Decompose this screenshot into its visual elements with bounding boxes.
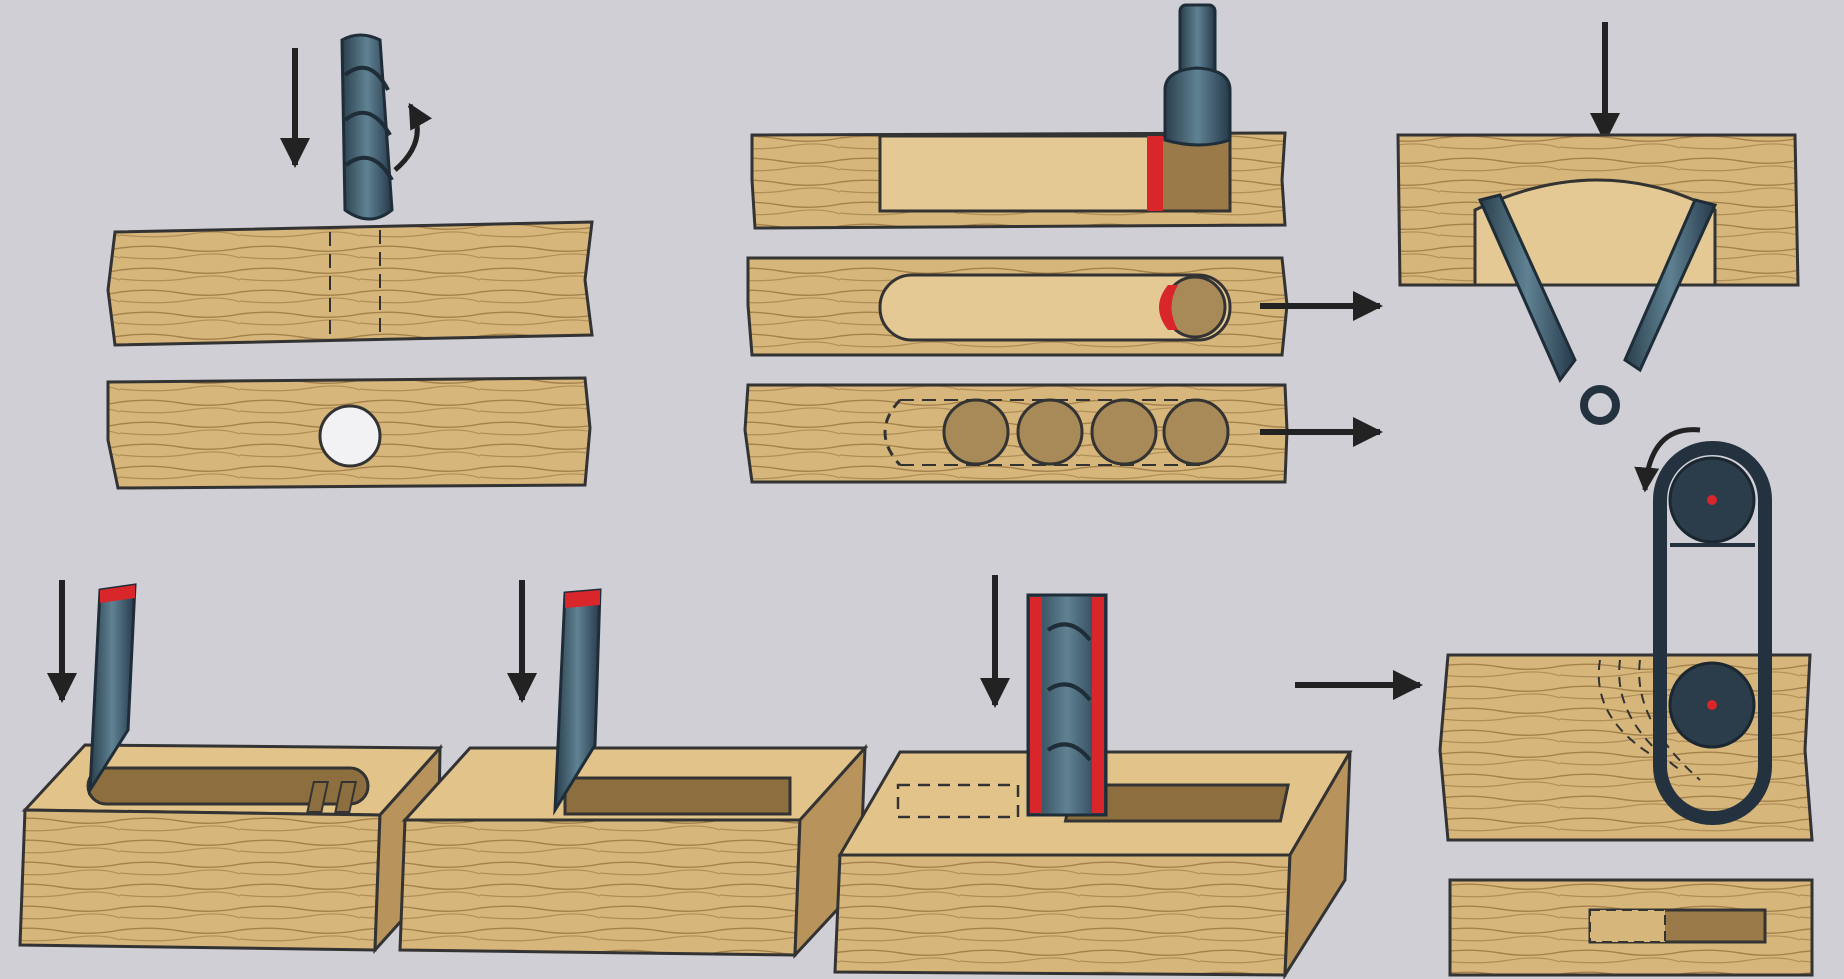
chisel-block-2 [306, 580, 869, 959]
chain-mortiser-panel [1295, 427, 1814, 977]
chiseled-slot [86, 766, 370, 806]
milled-groove [878, 134, 1152, 213]
end-mill-icon [1163, 3, 1232, 147]
wood-board [1438, 653, 1814, 842]
hollowing-panel [1396, 22, 1800, 425]
cutter-tool-icon [1477, 193, 1718, 383]
chisel-block-3 [833, 575, 1353, 979]
round-hole [318, 404, 382, 468]
slot-milling-panel [743, 3, 1383, 484]
twist-drill-icon [340, 33, 394, 221]
drilled-hole [942, 398, 1010, 466]
drilled-hole [1016, 398, 1084, 466]
drilled-hole [1090, 398, 1158, 466]
hollow-chisel-icon [1026, 593, 1108, 817]
chiseled-slot [563, 776, 792, 816]
elongated-slot [878, 273, 1232, 342]
cutter-ring-icon [1580, 385, 1620, 425]
rotation-arrow-icon [393, 102, 433, 172]
wood-board [106, 220, 594, 347]
chain-cutter-icon [1653, 441, 1772, 825]
wood-board [743, 383, 1289, 484]
chisel-block-1 [18, 580, 444, 955]
chisel-icon [553, 588, 602, 816]
drilling-panel [106, 33, 594, 490]
rotation-arrow-icon [1634, 427, 1701, 493]
drilled-hole [1162, 398, 1230, 466]
